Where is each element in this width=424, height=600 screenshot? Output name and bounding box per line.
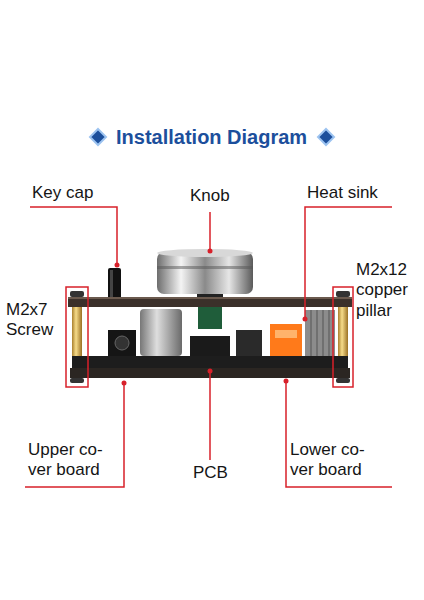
part-label: Upper co- ver board	[28, 440, 120, 481]
part-label: Key cap	[32, 183, 93, 203]
part-label: Lower co- ver board	[290, 440, 386, 481]
part-label: M2x7 Screw	[6, 300, 62, 341]
part-label: PCB	[193, 463, 228, 483]
part-label: M2x12 copper pillar	[356, 260, 418, 321]
part-label: Heat sink	[307, 183, 378, 203]
part-label: Knob	[190, 186, 230, 206]
diagram-title: Installation Diagram	[112, 125, 311, 149]
